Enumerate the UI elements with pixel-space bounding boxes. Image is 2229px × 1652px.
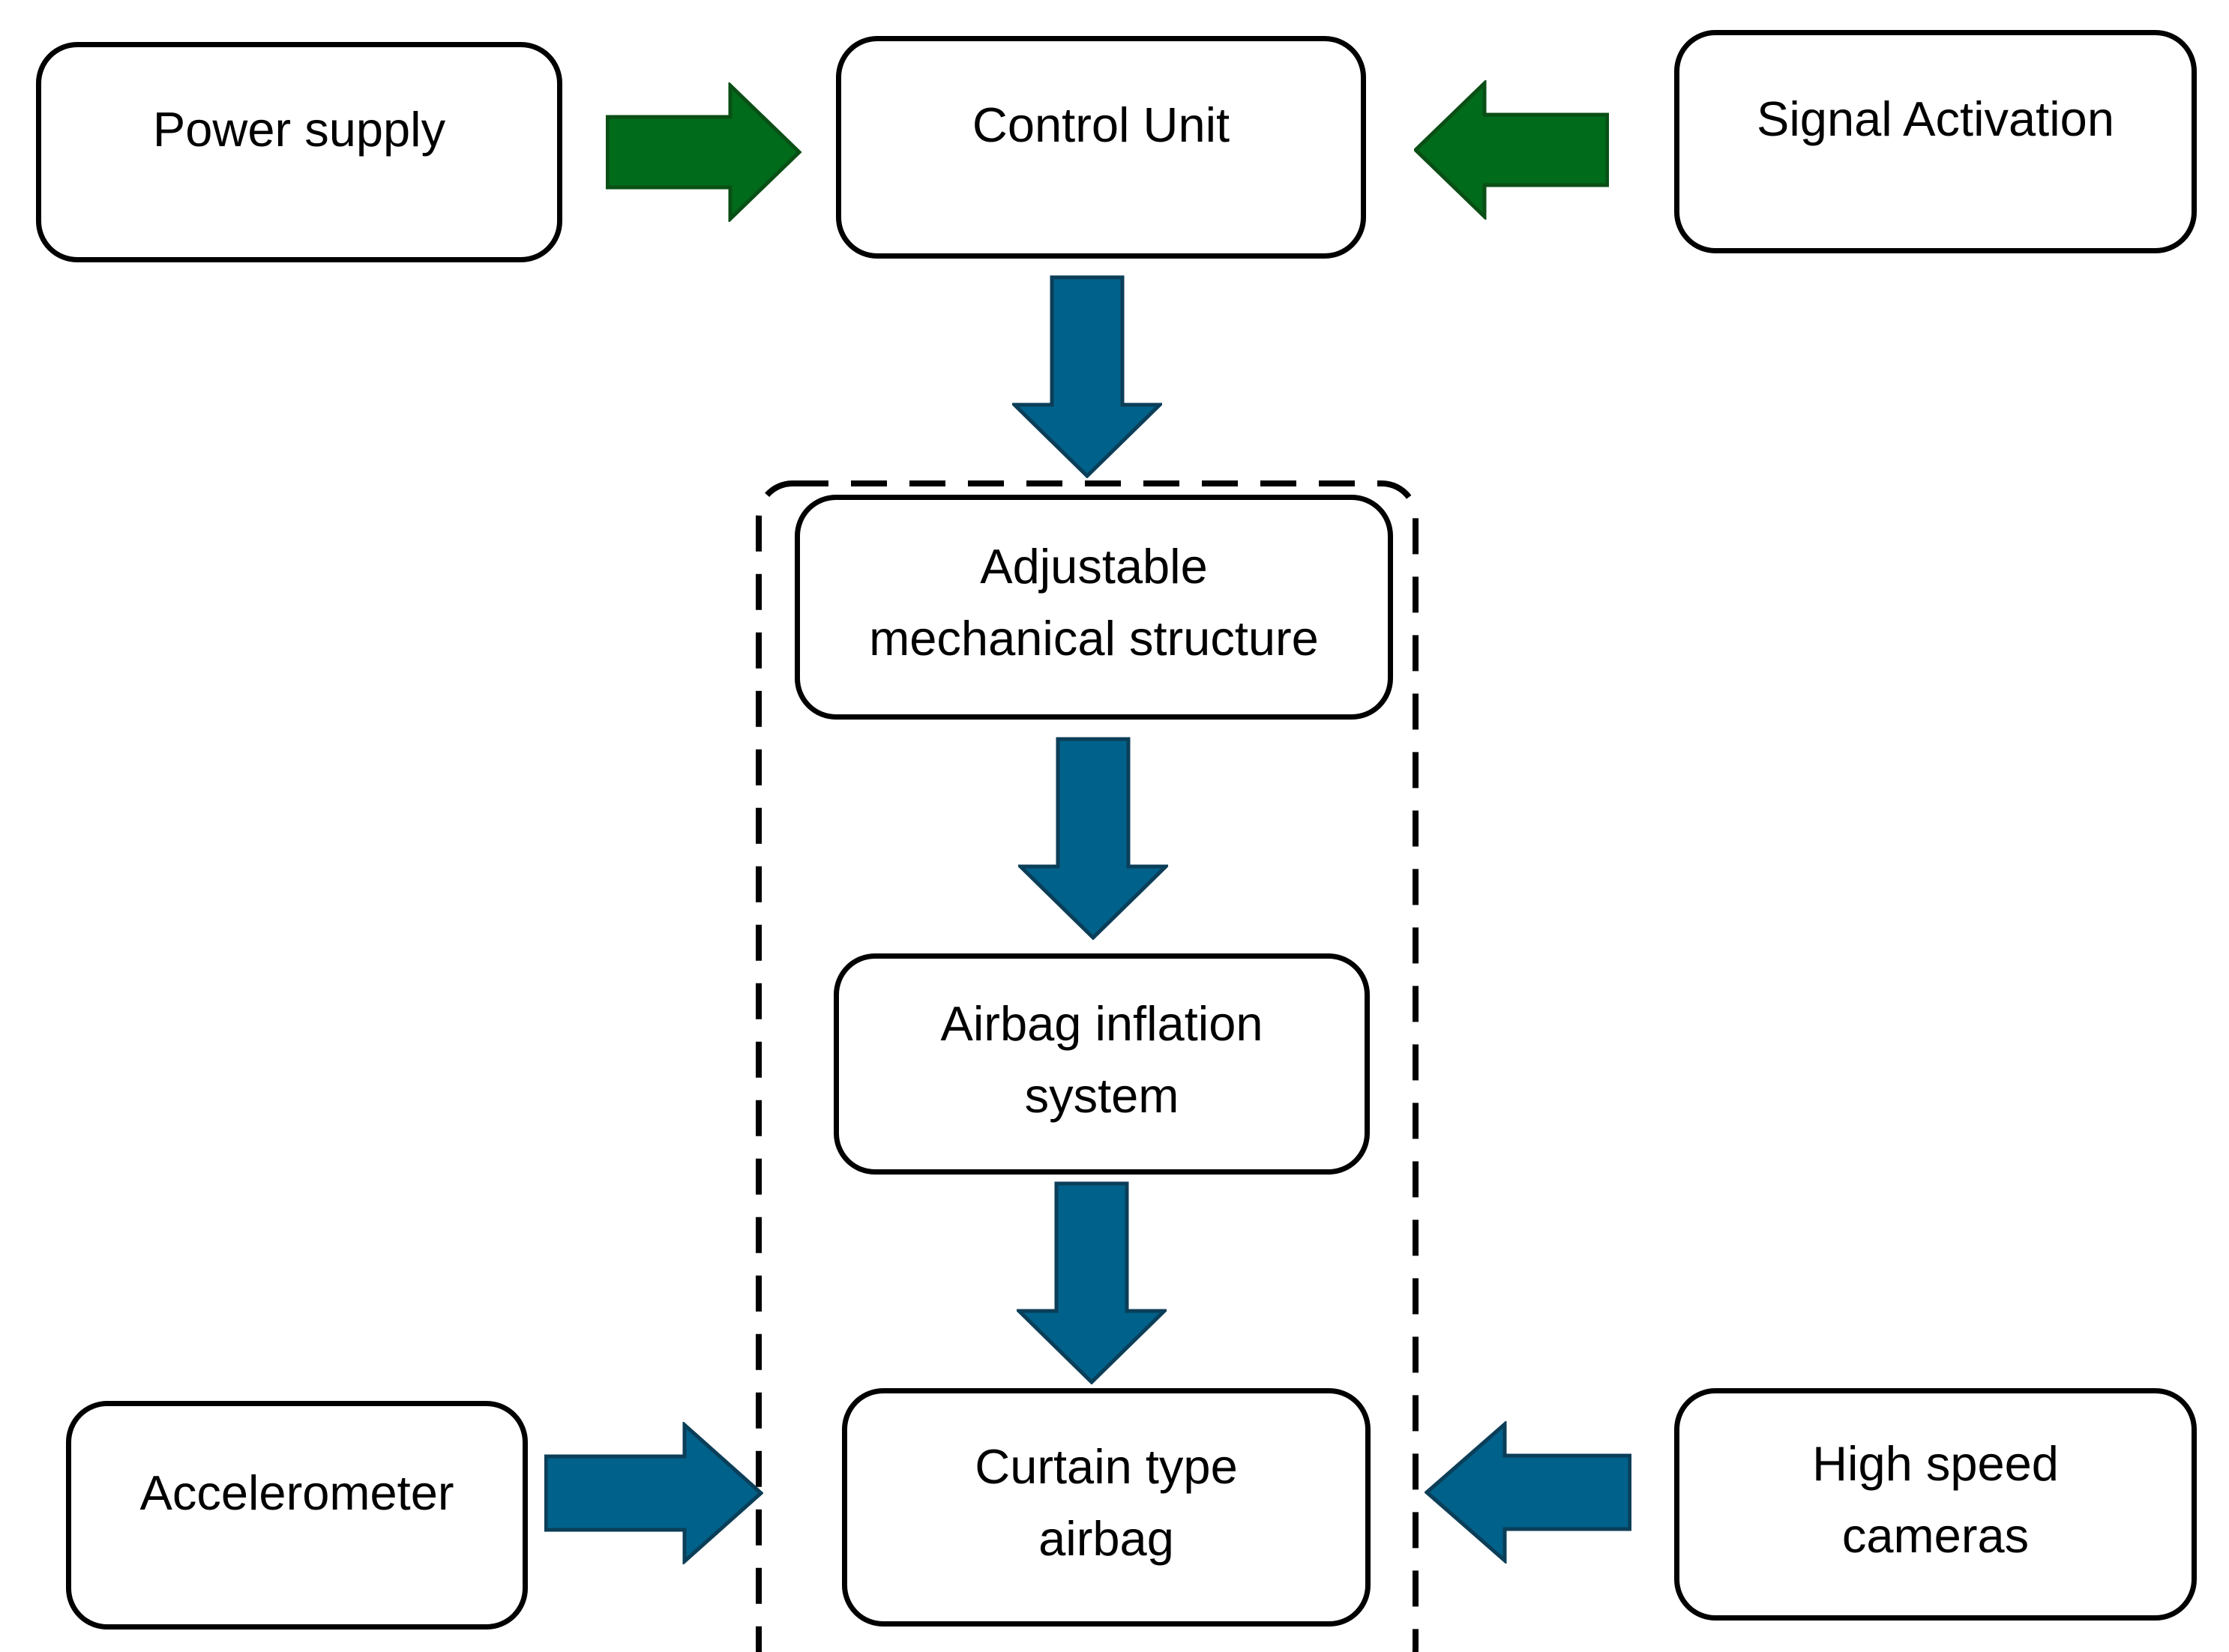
node-accelerometer: Accelerometer: [66, 1401, 528, 1630]
node-curtain-type-airbag: Curtain type airbag: [842, 1388, 1371, 1627]
node-accelerometer-label: Accelerometer: [139, 1465, 454, 1520]
node-curtain-type-airbag-label-line2: airbag: [1038, 1511, 1174, 1566]
node-signal-activation-label: Signal Activation: [1757, 91, 2114, 146]
node-curtain-type-airbag-label-line1: Curtain type: [975, 1439, 1238, 1494]
node-signal-activation: Signal Activation: [1674, 30, 2197, 253]
node-adjustable-mechanical-structure-label-line2: mechanical structure: [869, 611, 1319, 666]
arrow-signal-to-control-icon: [1414, 80, 1609, 220]
node-control-unit-label: Control Unit: [972, 97, 1230, 152]
dashed-group-border: [756, 480, 1419, 1652]
node-control-unit: Control Unit: [836, 36, 1366, 259]
arrow-accelerometer-to-curtain-icon: [544, 1422, 763, 1564]
node-adjustable-mechanical-structure-label-line1: Adjustable: [980, 539, 1208, 594]
arrow-control-to-structure-icon: [1012, 275, 1162, 478]
node-airbag-inflation-system: Airbag inflation system: [834, 953, 1370, 1175]
node-high-speed-cameras: High speed cameras: [1674, 1388, 2197, 1621]
node-power-supply: Power supply: [36, 42, 562, 262]
node-power-supply-label: Power supply: [152, 102, 446, 157]
node-airbag-inflation-system-label-line2: system: [1024, 1067, 1179, 1123]
arrow-cameras-to-curtain-icon: [1425, 1421, 1631, 1564]
arrow-structure-to-inflation-icon: [1018, 737, 1168, 940]
node-airbag-inflation-system-label-line1: Airbag inflation: [940, 995, 1263, 1051]
arrow-power-to-control-icon: [606, 82, 802, 222]
node-high-speed-cameras-label-line1: High speed: [1812, 1436, 2059, 1491]
arrow-inflation-to-curtain-icon: [1017, 1181, 1167, 1384]
node-high-speed-cameras-label-line2: cameras: [1841, 1508, 2030, 1563]
node-adjustable-mechanical-structure: Adjustable mechanical structure: [795, 495, 1393, 720]
